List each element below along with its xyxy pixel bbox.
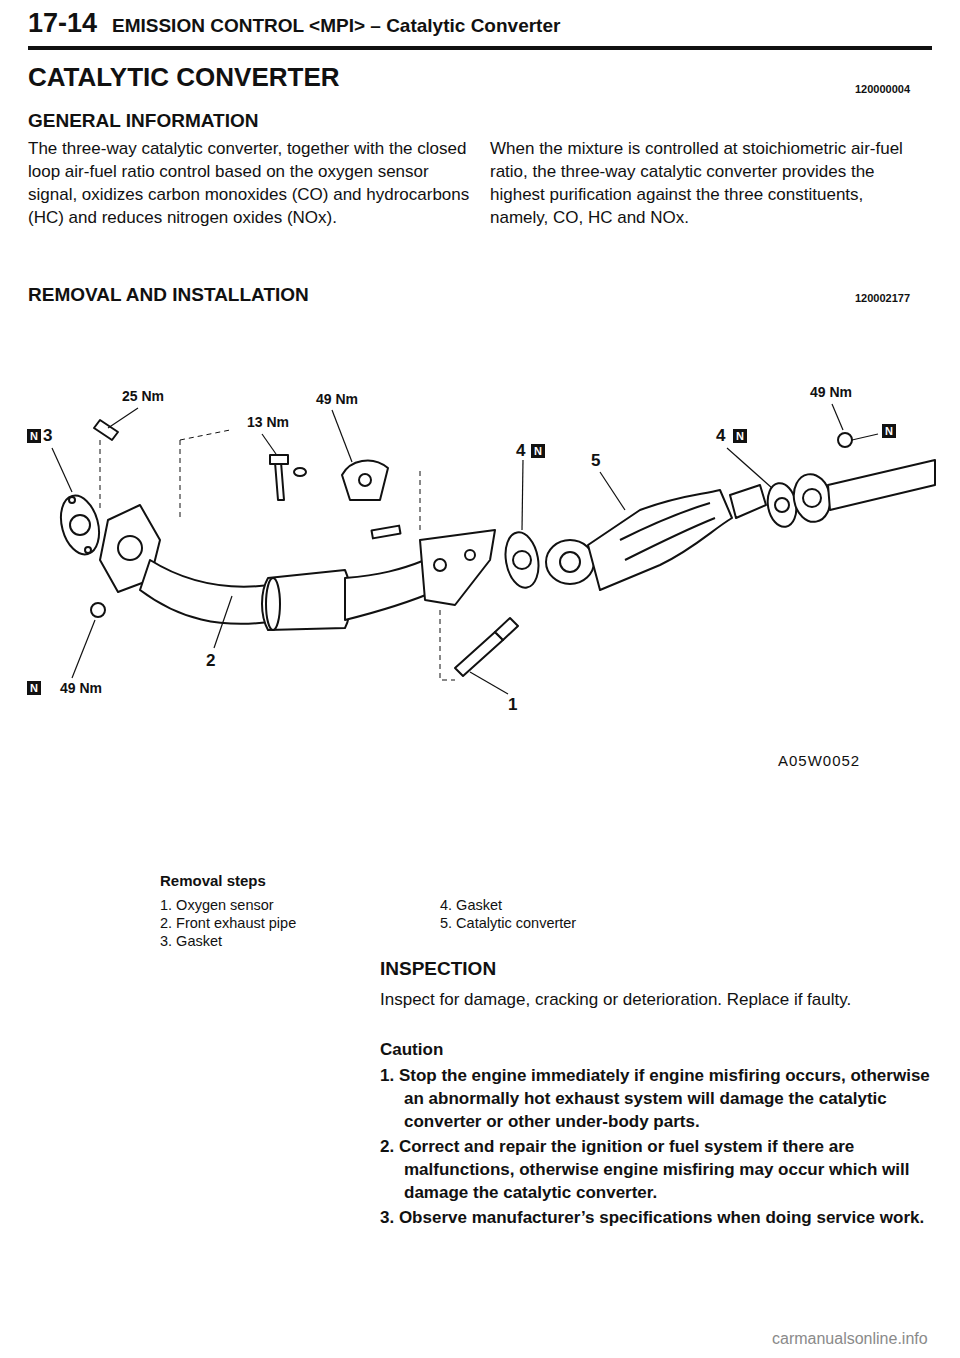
doc-code: 120000004 [855, 83, 910, 95]
torque-value: 49 Nm [810, 384, 852, 400]
section-heading: REMOVAL AND INSTALLATION [28, 284, 309, 306]
body-text: The three-way catalytic converter, toget… [28, 137, 473, 229]
removal-step: 1. Oxygen sensor [160, 897, 274, 913]
list-heading: Removal steps [160, 872, 266, 889]
callout-number: 2 [206, 651, 215, 671]
section-heading: INSPECTION [380, 958, 496, 980]
caution-item: 1. Stop the engine immediately if engine… [380, 1064, 949, 1133]
removal-step: 2. Front exhaust pipe [160, 915, 296, 931]
running-header: EMISSION CONTROL <MPI> – Catalytic Conve… [112, 15, 560, 37]
torque-value: 13 Nm [247, 414, 289, 430]
exhaust-parts [55, 420, 935, 676]
torque-value: 49 Nm [60, 680, 102, 696]
page-number: 17-14 [28, 8, 97, 39]
callout-number: 1 [508, 695, 517, 715]
non-reusable-mark: N [882, 424, 896, 438]
body-text: Inspect for damage, cracking or deterior… [380, 988, 925, 1011]
leader-lines [52, 404, 878, 694]
header-rule [28, 46, 932, 50]
torque-value: 49 Nm [316, 391, 358, 407]
callout-number: 5 [591, 451, 600, 471]
section-heading: GENERAL INFORMATION [28, 110, 258, 132]
removal-step: 4. Gasket [440, 897, 502, 913]
doc-code: 120002177 [855, 292, 910, 304]
callout-number: 4 [516, 441, 525, 461]
removal-step: 5. Catalytic converter [440, 915, 576, 931]
alignment-lines [100, 430, 455, 680]
callout-number: 3 [43, 426, 52, 446]
torque-value: 25 Nm [122, 388, 164, 404]
non-reusable-mark: N [733, 429, 747, 443]
non-reusable-mark: N [27, 681, 41, 695]
body-text: When the mixture is controlled at stoich… [490, 137, 922, 229]
caution-heading: Caution [380, 1038, 443, 1061]
non-reusable-mark: N [531, 444, 545, 458]
caution-item: 3. Observe manufacturer’s specifications… [380, 1206, 949, 1229]
caution-item: 2. Correct and repair the ignition or fu… [380, 1135, 949, 1204]
non-reusable-mark: N [27, 429, 41, 443]
removal-step: 3. Gasket [160, 933, 222, 949]
callout-number: 4 [716, 426, 725, 446]
figure-code: A05W0052 [778, 752, 860, 769]
watermark: carmanualsonline.info [772, 1330, 928, 1348]
page-title: CATALYTIC CONVERTER [28, 62, 340, 93]
